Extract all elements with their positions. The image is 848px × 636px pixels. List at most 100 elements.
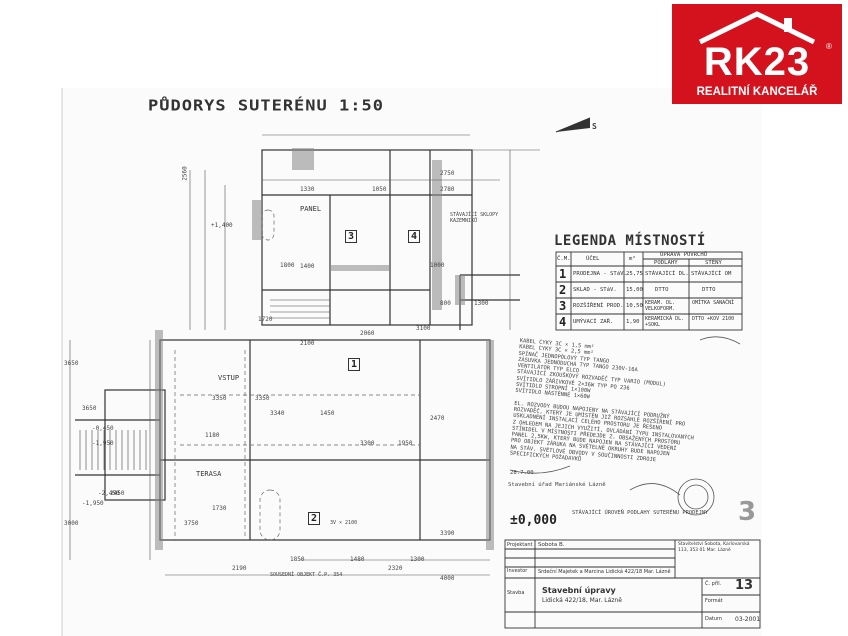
- legend-row-1-use: PRODEJNA - STáV.: [573, 271, 627, 277]
- dimension-label: 3650: [64, 360, 79, 367]
- room-2-note: 3V × 2100: [330, 520, 358, 526]
- level-mark: +1,400: [211, 222, 233, 229]
- dimension-label: 3390: [440, 530, 455, 537]
- tb-date: 03-2001: [735, 616, 761, 623]
- legend-row-3-num: 3: [559, 299, 567, 313]
- wall-hatch: [155, 148, 494, 550]
- legend-header-use: ÚČEL: [586, 256, 600, 262]
- room-1-label: 1: [348, 358, 361, 371]
- legend-row-1-area: 25,75: [626, 271, 643, 277]
- dimension-label: 2470: [430, 415, 445, 422]
- stamp-date: 28.7.00: [510, 470, 534, 476]
- dimension-label: 3300: [360, 440, 375, 447]
- neighbor-label: SOUSEDNÍ OBJEKT Č.P. 354: [270, 572, 343, 578]
- dimension-label: 1330: [300, 186, 315, 193]
- title-block: [504, 539, 761, 629]
- dimension-label: 800: [440, 300, 451, 307]
- dimension-label: 2060: [360, 330, 375, 337]
- level-marker: ±0,000: [510, 513, 557, 528]
- legend-row-3-area: 10,50: [626, 303, 643, 309]
- registered-mark: ®: [826, 42, 832, 51]
- legend-row-1-walls: STÁVAJÍCÍ OM: [691, 271, 732, 277]
- tb-drawing-no: 13: [735, 578, 754, 593]
- dimension-label: 1450: [320, 410, 335, 417]
- legend-row-2-area: 15,00: [626, 287, 643, 293]
- dimension-label: 3650: [82, 405, 97, 412]
- legend-header-num: Č.M.: [557, 256, 571, 262]
- tb-label-designer: Projektant: [507, 542, 533, 548]
- dimension-label: 1800: [280, 262, 295, 269]
- dimension-label: 1720: [258, 316, 273, 323]
- tb-firm: Stavitelství Sobota, Karlovarská 113, 35…: [678, 542, 750, 553]
- legend-row-1-num: 1: [559, 267, 567, 281]
- dimension-label: 3000: [64, 520, 79, 527]
- rk23-logo: RK23 REALITNÍ KANCELÁŘ ®: [672, 4, 842, 104]
- legend-header-surfaces: ÚPRAVA POVRCHŮ: [660, 252, 708, 258]
- panel-label: PANEL: [300, 205, 322, 213]
- plan-paper: [62, 88, 762, 636]
- legend-header-area: m²: [629, 256, 636, 262]
- level-mark: -1,950: [82, 500, 104, 507]
- tb-building: Stavební úpravy: [542, 586, 616, 595]
- north-label: S: [592, 122, 597, 131]
- walls: [75, 149, 520, 541]
- dimension-label: 1400: [300, 263, 315, 270]
- legend-table: [555, 251, 743, 331]
- legend-row-2-use: SKLAD - STáV.: [573, 287, 617, 293]
- dimension-label: 2780: [440, 186, 455, 193]
- legend-row-2-floor: DTTO: [655, 287, 669, 293]
- legend-header-floors: PODLAHY: [654, 260, 678, 266]
- tb-label-investor: Investor: [507, 568, 528, 574]
- dimension-label: 2450: [110, 490, 125, 497]
- vstup-label: VSTUP: [218, 374, 240, 382]
- dimension-label: 3350: [212, 395, 227, 402]
- dimension-label: 1180: [205, 432, 220, 439]
- legend-row-2-num: 2: [559, 283, 567, 297]
- tb-label-date: Datum: [705, 616, 722, 622]
- dimension-label: 2100: [300, 340, 315, 347]
- legend-row-4-num: 4: [559, 315, 567, 329]
- dimension-label: 2190: [232, 565, 247, 572]
- dimension-label: 2750: [440, 170, 455, 177]
- tb-label-format: Formát: [705, 598, 723, 604]
- stamp-text: Stavební úřad Mariánské Lázně: [508, 482, 606, 488]
- dimension-label: 4000: [440, 575, 455, 582]
- dimension-label: 3340: [270, 410, 285, 417]
- room-4-note: STÁVAJÍCÍ SKLOPY KAZEMNIKŮ: [450, 212, 499, 224]
- tb-designer: Sobota B.: [538, 542, 565, 548]
- terasa-label: TERASA: [196, 470, 222, 478]
- legend-row-4-area: 1,90: [626, 319, 640, 325]
- tb-investor: Srdeční Majetek a Marcina Lidická 422/18…: [538, 569, 671, 575]
- legend-row-4-walls: DTTO +KOV 2100: [692, 316, 735, 322]
- legend-row-4-use: UMÝVACÍ ZAŘ.: [573, 319, 614, 325]
- logo-brand: RK23: [703, 40, 811, 84]
- dimension-label: 1480: [350, 556, 365, 563]
- tb-address: Lidická 422/18, Mar. Lázně: [542, 597, 622, 604]
- dimension-label: 1050: [372, 186, 387, 193]
- legend-row-3-floor: KERAM. DL. VELKOFORM.: [645, 300, 676, 312]
- sheet-mark: 3: [738, 497, 757, 527]
- legend-row-3-use: ROZŠÍŘENÍ PROD.: [573, 303, 624, 309]
- dimension-label: 1730: [212, 505, 227, 512]
- plan-title: PŮDORYS SUTERÉNU 1:50: [148, 97, 384, 115]
- tb-label-no: Č. příl.: [705, 581, 722, 587]
- legend-row-1-floor: STÁVAJÍCÍ DL.: [645, 271, 689, 277]
- room-4-label: 4: [408, 230, 421, 243]
- dimension-label: 1000: [430, 262, 445, 269]
- dimension-label: 1300: [410, 556, 425, 563]
- dimension-label: 1850: [290, 556, 305, 563]
- level-mark: -0,450: [92, 425, 114, 432]
- legend-title: LEGENDA MÍSTNOSTÍ: [554, 233, 706, 249]
- house-roof-icon: [698, 11, 816, 45]
- level-mark: -2,450: [98, 490, 120, 497]
- dimension-label: 3750: [184, 520, 199, 527]
- legend-row-3-walls: OMÍTKA SANAČNÍ: [692, 300, 735, 306]
- notes-block: KABEL CYKY 3C × 1,5 mm² KABEL CYKY 3C × …: [510, 338, 701, 473]
- stairs: [79, 299, 330, 470]
- level-note: STÁVAJÍCÍ ÚROVEŇ PODLAHY SUTERÉNU PRODEJ…: [572, 510, 709, 516]
- dimension-label: 3100: [416, 325, 431, 332]
- dimension-label: 2320: [388, 565, 403, 572]
- level-mark: -1,950: [92, 440, 114, 447]
